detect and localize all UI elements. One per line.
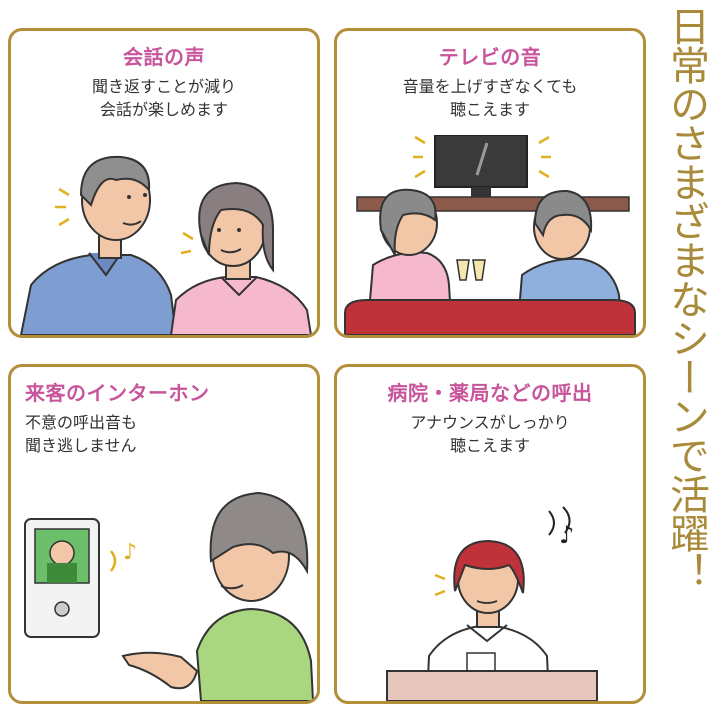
panel-tv: テレビの音 音量を上げすぎなくても 聴こえます: [334, 28, 646, 338]
panel-intercom: 来客のインターホン 不意の呼出音も 聞き逃しません ♪: [8, 364, 320, 704]
intercom-illustration: ♪: [24, 491, 315, 701]
panel-conversation: 会話の声 聞き返すことが減り 会話が楽しめます: [8, 28, 320, 338]
panel-hospital: 病院・薬局などの呼出 アナウンスがしっかり 聴こえます ♪: [334, 364, 646, 704]
svg-text:♪: ♪: [123, 540, 137, 565]
panel-title: 来客のインターホン: [25, 381, 210, 405]
tagline: 日常のさまざまなシーンで活躍！: [663, 6, 709, 591]
panel-title: テレビの音: [438, 45, 542, 69]
tv-illustration: [344, 135, 636, 335]
panel-description: 聞き返すことが減り 会話が楽しめます: [91, 77, 236, 119]
hospital-illustration: ♪: [386, 506, 598, 701]
panel-title: 会話の声: [123, 45, 205, 69]
panel-description: 不意の呼出音も 聞き逃しません: [25, 413, 138, 455]
conversation-illustration: [19, 155, 313, 335]
panel-description: アナウンスがしっかり 聴こえます: [410, 413, 570, 455]
panel-title: 病院・薬局などの呼出: [387, 381, 593, 405]
svg-text:♪: ♪: [559, 521, 574, 549]
panel-description: 音量を上げすぎなくても 聴こえます: [402, 77, 578, 119]
